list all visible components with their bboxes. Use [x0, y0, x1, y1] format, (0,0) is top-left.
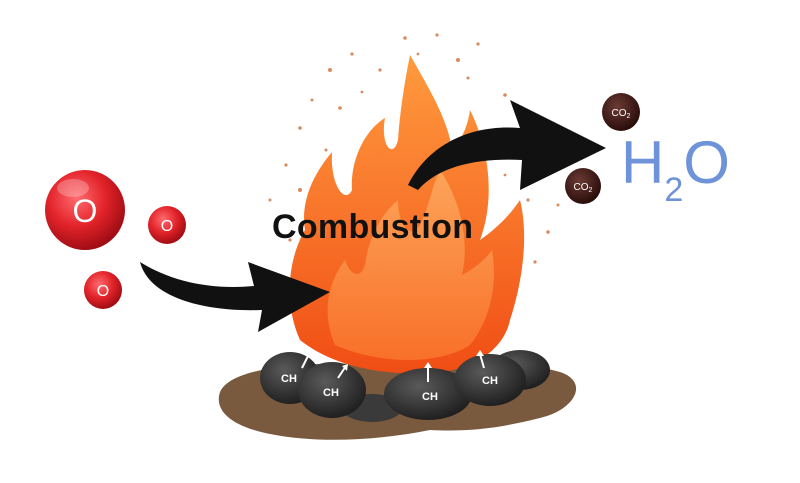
co2-molecule-bottom: CO2 [565, 168, 601, 204]
co2-label: CO [574, 182, 589, 193]
fuel-lump-4: CH [476, 350, 498, 387]
fuel-lump-2: CH [323, 364, 348, 399]
water-subscript: 2 [664, 171, 684, 209]
coal-pile [260, 350, 550, 422]
water-o: O [683, 129, 730, 196]
combustion-title: Combustion [272, 208, 474, 246]
fuel-lump-3: CH [422, 362, 438, 403]
fuel-label: CH [482, 375, 498, 387]
water-formula: H2O [621, 133, 730, 208]
co2-subscript: 2 [627, 113, 631, 120]
reactant-arrow [140, 262, 330, 332]
fuel-label: CH [422, 391, 438, 403]
oxygen-label: O [161, 218, 173, 235]
oxygen-label: O [73, 193, 98, 229]
oxygen-label: O [97, 283, 109, 300]
co2-label: CO [612, 108, 627, 119]
fuel-lump-1: CH [281, 350, 312, 385]
oxygen-molecule-medium: O [148, 206, 186, 244]
co2-molecule-top: CO2 [602, 93, 640, 131]
co2-subscript: 2 [589, 187, 593, 194]
product-arrow [408, 100, 606, 190]
fuel-label: CH [323, 387, 339, 399]
svg-text:CO2: CO2 [612, 108, 631, 120]
oxygen-molecule-large: O [45, 170, 125, 250]
water-h: H [621, 129, 665, 196]
oxygen-molecule-small: O [84, 271, 122, 309]
fuel-label: CH [281, 373, 297, 385]
svg-text:CO2: CO2 [574, 182, 593, 194]
